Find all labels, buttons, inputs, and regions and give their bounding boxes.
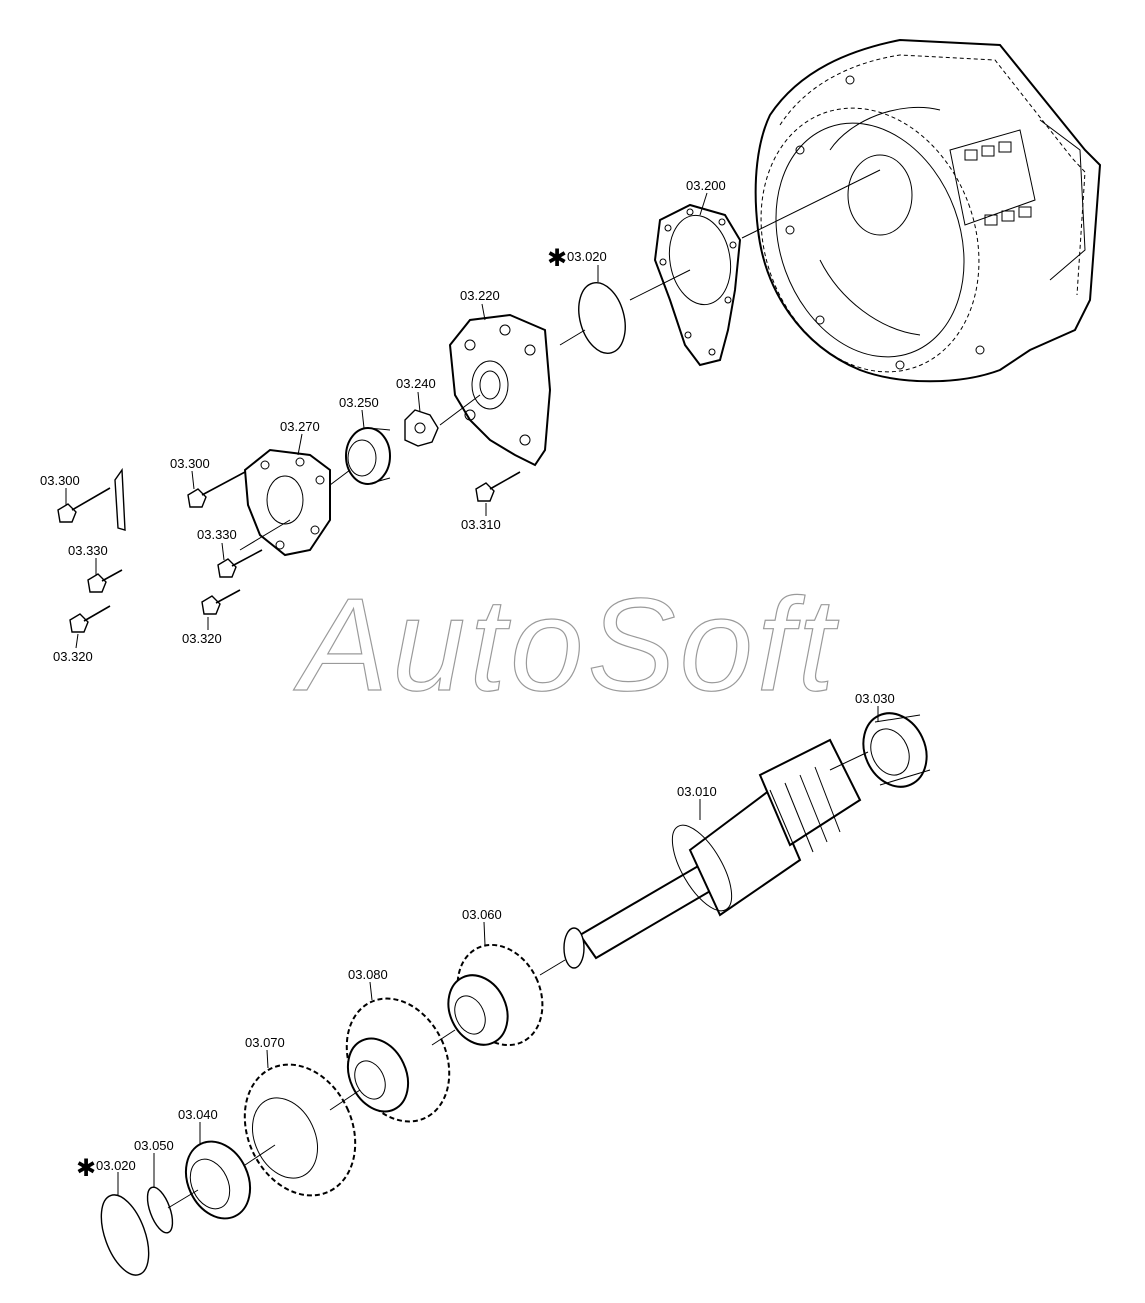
label-03-240: 03.240: [396, 376, 436, 391]
axis-line-2: [629, 269, 691, 301]
label-03-040: 03.040: [178, 1107, 218, 1122]
marker-03-020-top: ✱: [547, 244, 567, 272]
bolt-03-320-mid: [201, 589, 241, 615]
label-03-310: 03.310: [461, 517, 501, 532]
pump-housing-03-220: [448, 313, 552, 467]
label-03-080: 03.080: [348, 967, 388, 982]
label-03-070: 03.070: [245, 1035, 285, 1050]
outer-rotor-03-250: [345, 427, 391, 485]
axis-line-6: [239, 519, 291, 551]
transmission-housing: [754, 38, 1102, 383]
o-ring-03-020-top: [578, 282, 626, 354]
partial-cover-left: [114, 467, 126, 531]
axis-line-8: [539, 959, 566, 976]
inner-rotor-03-240: [404, 409, 439, 447]
axis-line-10: [329, 1089, 361, 1111]
label-03-330-left: 03.330: [68, 543, 108, 558]
bearing-03-030: [862, 712, 931, 788]
axis-line-1: [741, 169, 881, 239]
axis-line-9: [431, 1029, 456, 1046]
label-03-200: 03.200: [686, 178, 726, 193]
gear-03-070: [243, 1063, 357, 1197]
axis-line-4: [439, 394, 481, 426]
label-03-330-mid: 03.330: [197, 527, 237, 542]
label-03-300-mid: 03.300: [170, 456, 210, 471]
snap-ring-03-050: [146, 1186, 174, 1234]
gasket-03-200: [653, 203, 742, 367]
bearing-03-040: [184, 1140, 252, 1220]
leader-lines: [65, 192, 879, 1195]
watermark-text: AutoSoft: [293, 571, 840, 718]
axis-line-7: [829, 751, 869, 771]
bolt-03-300-mid: [187, 471, 246, 508]
bolt-03-310: [475, 471, 521, 502]
label-03-320-mid: 03.320: [182, 631, 222, 646]
bolt-03-330-left: [87, 569, 123, 593]
axis-line-11: [244, 1144, 276, 1166]
o-ring-03-020-bottom: [100, 1194, 150, 1276]
label-03-060: 03.060: [462, 907, 502, 922]
gear-03-060: [447, 943, 544, 1047]
label-03-270: 03.270: [280, 419, 320, 434]
label-03-020-top: 03.020: [567, 249, 607, 264]
marker-03-020-bottom: ✱: [76, 1154, 96, 1182]
main-shaft-03-010: [563, 738, 862, 969]
bolt-03-320-left: [69, 605, 111, 633]
gear-03-080: [345, 997, 451, 1123]
axis-line-5: [329, 469, 351, 486]
bolt-03-330-mid: [217, 549, 263, 578]
label-03-250: 03.250: [339, 395, 379, 410]
axis-line-3: [559, 329, 586, 346]
axis-line-12: [167, 1189, 199, 1209]
label-03-030: 03.030: [855, 691, 895, 706]
label-03-300-left: 03.300: [40, 473, 80, 488]
label-03-010: 03.010: [677, 784, 717, 799]
label-03-020-bottom: 03.020: [96, 1158, 136, 1173]
label-03-220: 03.220: [460, 288, 500, 303]
label-03-050: 03.050: [134, 1138, 174, 1153]
label-03-320-left: 03.320: [53, 649, 93, 664]
pump-cover-03-270: [243, 448, 331, 557]
